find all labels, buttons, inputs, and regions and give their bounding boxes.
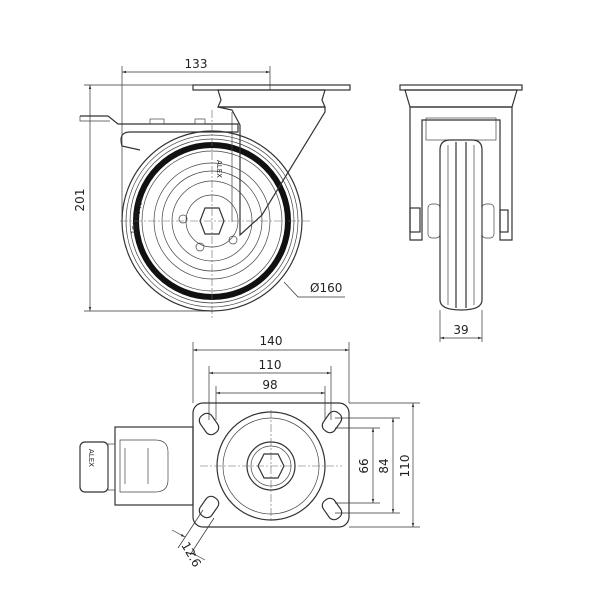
side-view: 39 [399,84,523,342]
top-plate [192,84,351,91]
dim-133-label: 133 [185,57,208,71]
brake-logo: ALEX [87,449,95,467]
mounting-plate [192,402,350,528]
swivel-head [217,89,326,108]
side-fork [409,106,513,241]
dim-diameter-label: Ø160 [310,281,342,295]
dim-12-6-label: 12.6 [178,540,203,570]
fork-logo: ALEX [215,160,223,178]
dim-140-label: 140 [260,334,283,348]
dim-66-label: 66 [357,458,371,473]
brake-housing [114,426,194,506]
side-top-plate [399,84,523,91]
dim-201-label: 201 [73,189,87,212]
axle-nut-side [409,207,421,233]
bolt-slots [198,410,343,521]
fork [217,106,326,237]
dim-98-label: 98 [262,378,277,392]
dim-110-v-label: 110 [398,455,412,478]
dim-39-label: 39 [453,323,468,337]
front-view: ALEX 160/40-/80 133 201 Ø160 [73,57,351,318]
dim-110-h-label: 110 [259,358,282,372]
dim-84-label: 84 [377,458,391,473]
diameter-leader [283,281,345,298]
side-wheel [439,139,483,311]
top-view: ALEX 140 110 98 110 [79,334,420,570]
